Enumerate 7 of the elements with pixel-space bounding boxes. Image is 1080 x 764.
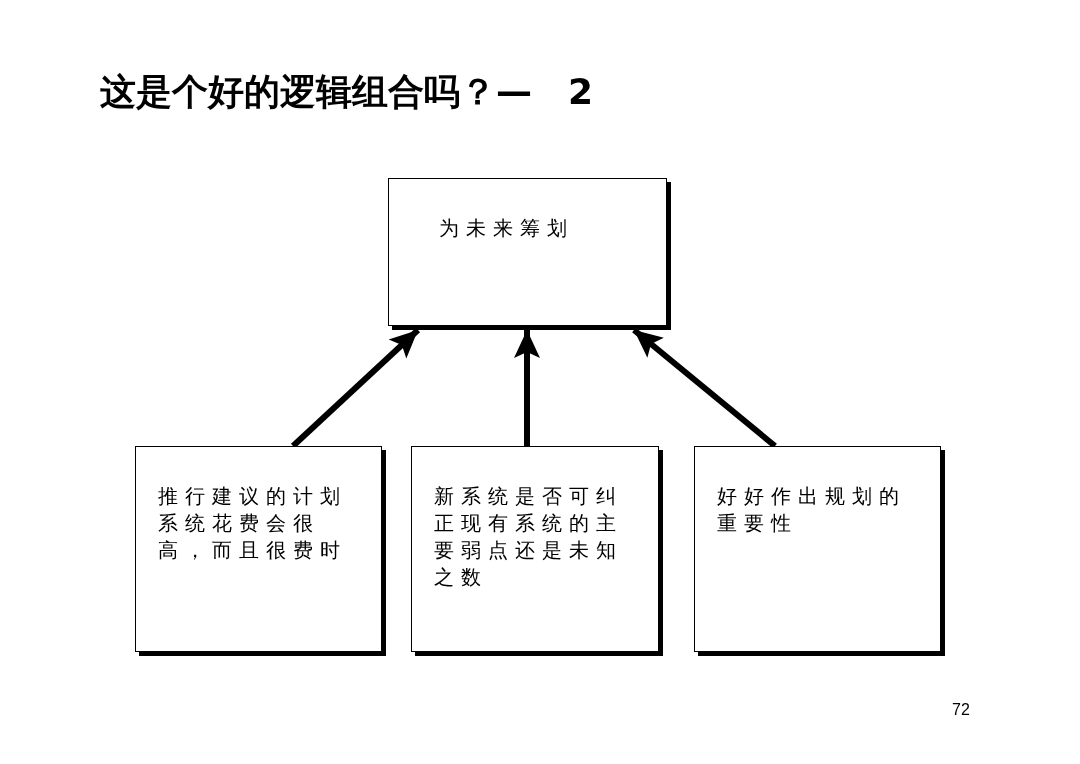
title: 这是个好的逻辑组合吗？— 2 [100,70,594,114]
page-number: 72 [952,701,970,719]
box-text: 好好作出规划的重要性 [717,483,907,537]
box-text: 新系统是否可纠正现有系统的主要弱点还是未知之数 [434,483,624,591]
box-text: 为未来筹划 [439,215,575,242]
arrow [514,330,540,446]
box-text: 推行建议的计划系统花费会很高，而且很费时 [158,483,348,564]
